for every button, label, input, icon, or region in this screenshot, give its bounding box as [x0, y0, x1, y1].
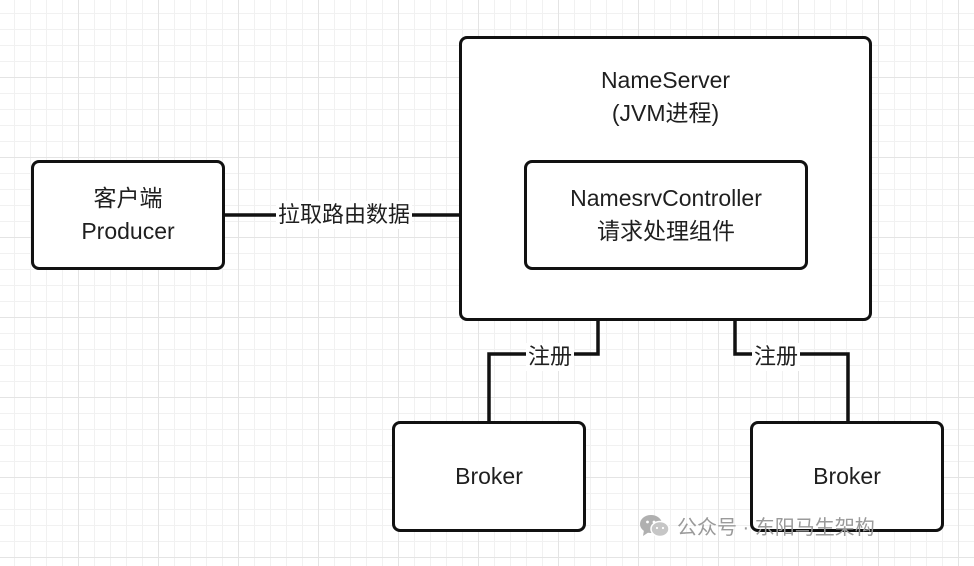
watermark-text: 公众号 · 东阳马生架构	[677, 517, 875, 539]
broker-left-label: Broker	[392, 421, 586, 532]
nameserver-title: NameServer	[600, 67, 731, 93]
register-right-label: 注册	[752, 343, 801, 371]
register-left-label: 注册	[526, 343, 575, 371]
pull-route-label: 拉取路由数据	[276, 201, 413, 229]
broker-left-text: Broker	[455, 463, 523, 489]
client-subtitle: Producer	[81, 218, 175, 244]
controller-title: NamesrvController	[570, 185, 762, 211]
broker-right-node	[750, 421, 944, 532]
client-title: 客户端	[93, 185, 163, 211]
nameserver-subtitle: (JVM进程)	[611, 100, 720, 126]
controller-subtitle: 请求处理组件	[597, 218, 735, 244]
namesrv-controller-node	[524, 160, 808, 270]
namesrv-controller-label: NamesrvController 请求处理组件	[524, 160, 808, 270]
client-producer-node	[31, 160, 225, 270]
watermark: 公众号 · 东阳马生架构	[639, 511, 875, 540]
wechat-icon	[640, 514, 670, 537]
broker-right-label: Broker	[750, 421, 944, 532]
client-producer-label: 客户端 Producer	[31, 160, 225, 270]
broker-left-node	[392, 421, 586, 532]
broker-right-text: Broker	[813, 463, 881, 489]
nameserver-label: NameServer (JVM进程)	[459, 62, 872, 132]
